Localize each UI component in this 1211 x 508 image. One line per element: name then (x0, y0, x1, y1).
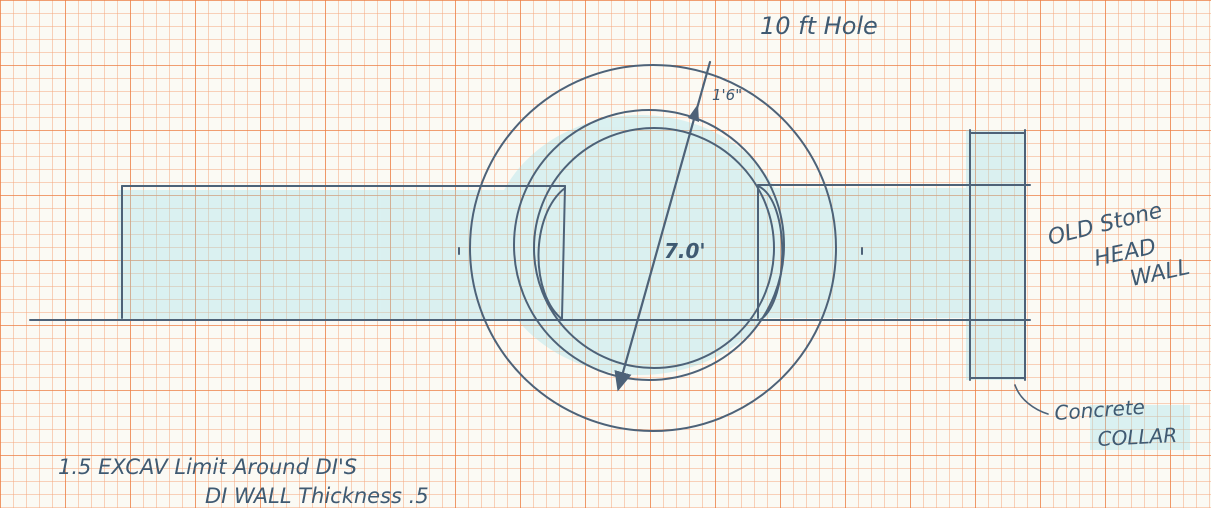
title-label: 10 ft Hole (760, 12, 878, 40)
note-line2: DI WALL Thickness .5 (205, 484, 429, 508)
pipe-outline (29, 184, 1031, 321)
outer-hole-circle (469, 64, 837, 432)
outer-offset-label: 1'6" (712, 86, 742, 104)
middle-circle (513, 109, 785, 381)
collar-label-line2: COLLAR (1097, 423, 1178, 451)
highlighter-marks (118, 115, 1190, 450)
collar-leader-line (1014, 384, 1049, 415)
headwall-outline (969, 129, 1026, 381)
tick-marks (458, 247, 863, 255)
diameter-label: 7.0' (664, 239, 706, 263)
inner-circle (533, 127, 775, 369)
diameter-arrow-top-head (688, 104, 699, 122)
hole-circles (469, 64, 837, 432)
inlet-walls (537, 185, 784, 321)
note-line1: 1.5 EXCAV Limit Around DI'S (58, 455, 357, 479)
